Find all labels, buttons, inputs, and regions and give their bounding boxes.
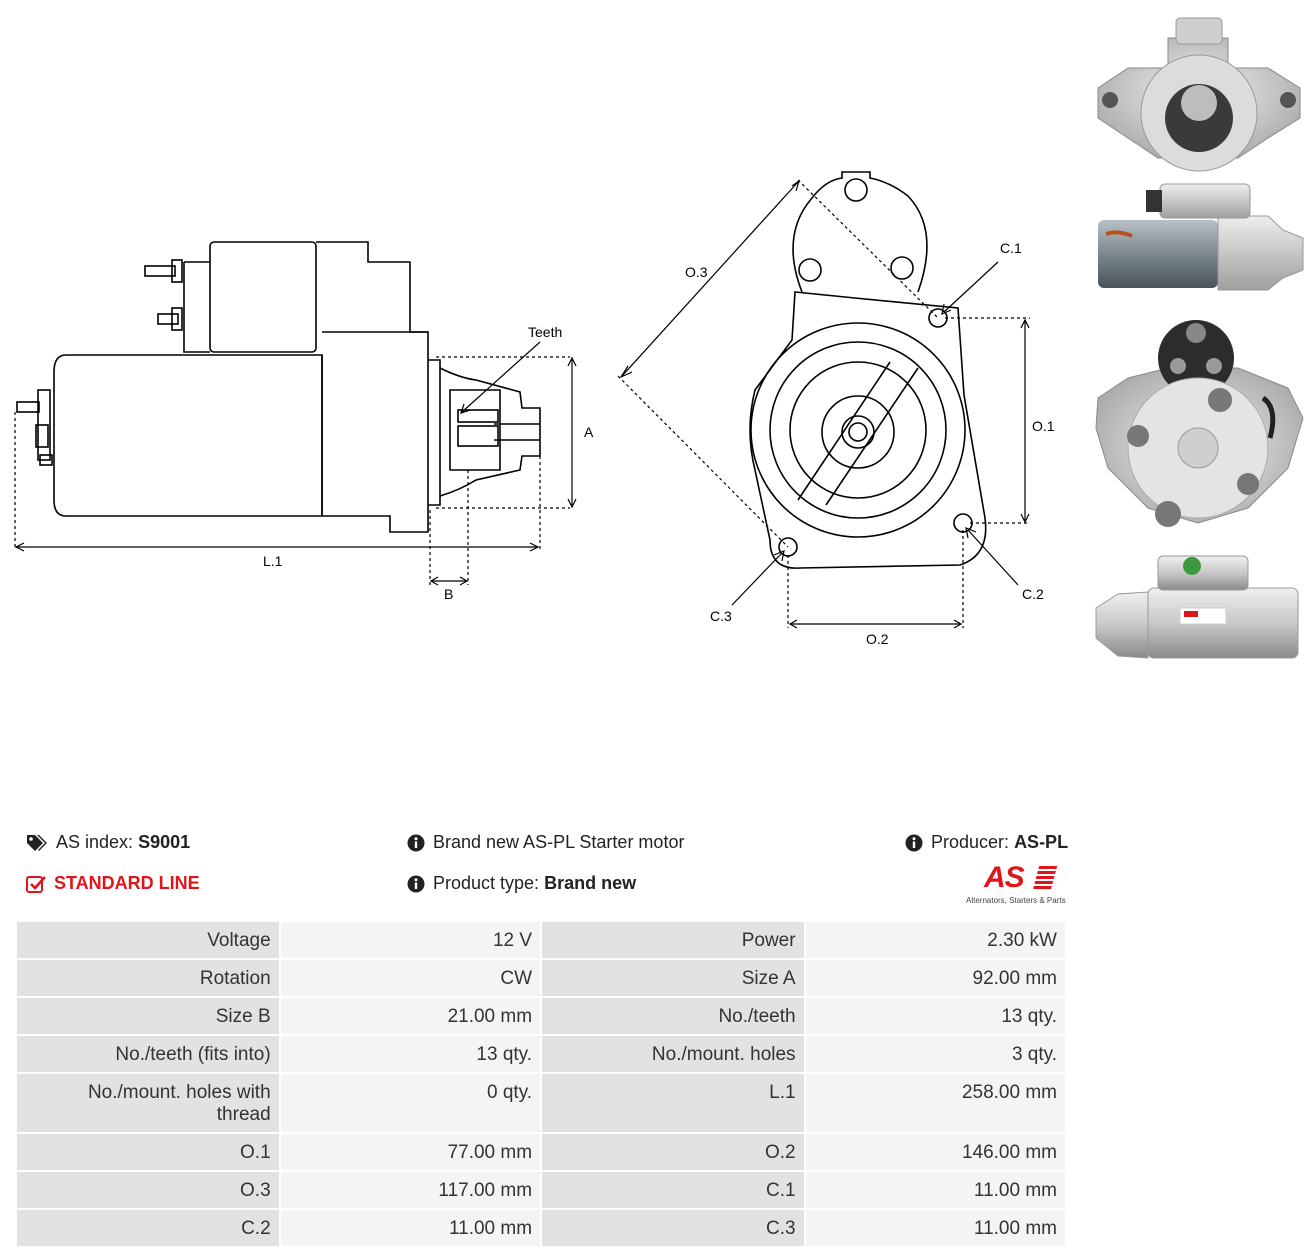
product-photo-front[interactable] — [1088, 8, 1310, 178]
spec-row: No./teeth (fits into)13 qty.No./mount. h… — [17, 1036, 1065, 1072]
spec-key: O.3 — [17, 1172, 279, 1208]
dim-o3-label: O.3 — [685, 264, 708, 280]
spec-value: 12 V — [280, 922, 541, 958]
spec-key: No./mount. holes with thread — [17, 1074, 279, 1132]
producer-value: AS-PL — [1014, 832, 1069, 852]
spec-value: 258.00 mm — [805, 1074, 1065, 1132]
producer-label: Producer: — [931, 832, 1010, 852]
product-type: Product type: Brand new — [407, 873, 636, 894]
spec-key: L.1 — [542, 1074, 804, 1132]
check-square-icon — [26, 875, 46, 893]
spec-value: 3 qty. — [805, 1036, 1065, 1072]
product-description: Brand new AS-PL Starter motor — [407, 832, 684, 853]
spec-value: 11.00 mm — [280, 1210, 541, 1246]
spec-key: Voltage — [17, 922, 279, 958]
spec-key: Size A — [542, 960, 804, 996]
info-circle-icon — [905, 834, 923, 852]
dim-c1-label: C.1 — [1000, 240, 1022, 256]
spec-value: CW — [280, 960, 541, 996]
spec-value: 92.00 mm — [805, 960, 1065, 996]
spec-value: 11.00 mm — [805, 1210, 1065, 1246]
product-type-label: Product type: — [433, 873, 540, 893]
side-view-drawing: Teeth A L.1 B — [14, 241, 594, 602]
info-circle-icon — [407, 875, 425, 893]
dim-a-label: A — [584, 424, 594, 440]
spec-key: Rotation — [17, 960, 279, 996]
spec-value: 11.00 mm — [805, 1172, 1065, 1208]
producer-logo: AS Alternators, Starters & Parts — [960, 862, 1070, 908]
product-photo-side[interactable] — [1088, 180, 1310, 295]
standard-line-text: STANDARD LINE — [54, 873, 200, 893]
info-circle-icon — [407, 834, 425, 852]
spec-value: 117.00 mm — [280, 1172, 541, 1208]
spec-key: No./mount. holes — [542, 1036, 804, 1072]
dim-b-label: B — [444, 586, 453, 602]
spec-key: C.2 — [17, 1210, 279, 1246]
logo-tagline: Alternators, Starters & Parts — [966, 896, 1066, 905]
standard-line-badge: STANDARD LINE — [26, 873, 200, 894]
dim-o1-label: O.1 — [1032, 418, 1055, 434]
spec-value: 146.00 mm — [805, 1134, 1065, 1170]
dim-c2-label: C.2 — [1022, 586, 1044, 602]
dim-o2-label: O.2 — [866, 631, 889, 647]
spec-value: 0 qty. — [280, 1074, 541, 1132]
spec-key: No./teeth — [542, 998, 804, 1034]
dim-c3-label: C.3 — [710, 608, 732, 624]
spec-value: 2.30 kW — [805, 922, 1065, 958]
spec-key: O.1 — [17, 1134, 279, 1170]
spec-value: 13 qty. — [280, 1036, 541, 1072]
tags-icon — [26, 834, 48, 852]
spec-key: O.2 — [542, 1134, 804, 1170]
product-photo-angle[interactable] — [1088, 548, 1310, 673]
description-text: Brand new AS-PL Starter motor — [433, 832, 685, 852]
as-index-label: AS index: — [56, 832, 134, 852]
teeth-label: Teeth — [528, 324, 562, 340]
spec-key: C.1 — [542, 1172, 804, 1208]
spec-key: Power — [542, 922, 804, 958]
spec-value: 13 qty. — [805, 998, 1065, 1034]
spec-key: No./teeth (fits into) — [17, 1036, 279, 1072]
product-photo-rear[interactable] — [1088, 308, 1310, 540]
dim-l1-label: L.1 — [263, 553, 283, 569]
front-view-drawing: O.3 C.1 O.1 C.2 C.3 O.2 — [617, 171, 1055, 647]
as-index: AS index: S9001 — [26, 832, 190, 853]
product-type-value: Brand new — [544, 873, 637, 893]
as-index-value: S9001 — [138, 832, 191, 852]
spec-value: 77.00 mm — [280, 1134, 541, 1170]
spec-value: 21.00 mm — [280, 998, 541, 1034]
spec-key: Size B — [17, 998, 279, 1034]
spec-key: C.3 — [542, 1210, 804, 1246]
producer: Producer: AS-PL — [905, 832, 1068, 853]
logo-text: AS — [984, 861, 1025, 894]
